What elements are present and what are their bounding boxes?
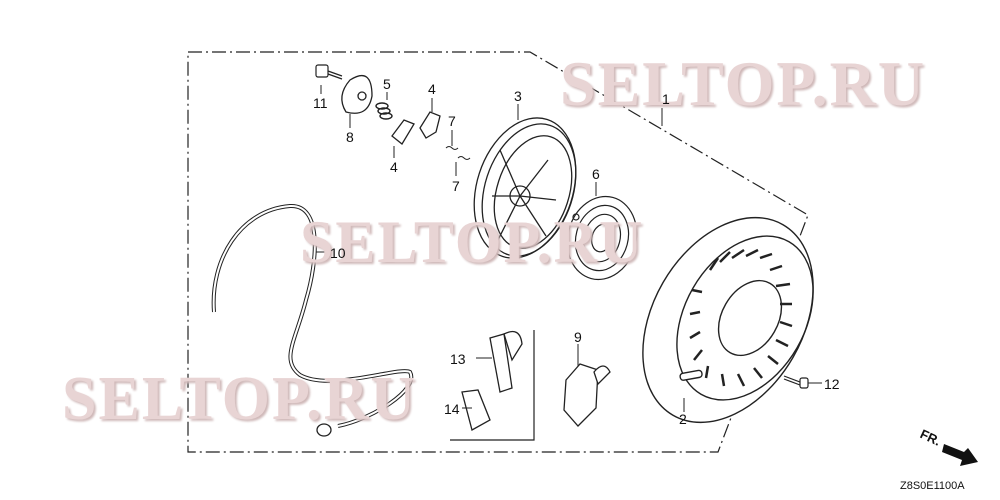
callout-4: 4 (390, 159, 398, 175)
watermark: SELTOP.RU (560, 48, 927, 119)
ratchet-guide-icon (341, 75, 373, 114)
callout-11: 11 (313, 95, 328, 111)
callout-12: 12 (824, 376, 840, 392)
watermark: SELTOP.RU (62, 365, 418, 433)
bolt-11-icon (315, 64, 343, 80)
watermark: SELTOP.RU (300, 209, 645, 275)
callout-8: 8 (346, 129, 354, 145)
grip-9-icon (563, 363, 611, 427)
recoil-spring-icon (566, 195, 638, 281)
callout-9: 9 (574, 329, 582, 345)
callout-10: 10 (330, 245, 346, 261)
front-arrow-icon (942, 444, 978, 466)
callout-2: 2 (679, 411, 687, 427)
callout-1: 1 (662, 91, 670, 107)
callout-4: 4 (428, 81, 436, 97)
callout-7: 7 (448, 113, 456, 129)
bolt-12-icon (783, 375, 809, 389)
reel-icon (473, 117, 577, 259)
small-spring-icon (445, 146, 471, 160)
callout-5: 5 (383, 76, 391, 92)
callout-6: 6 (592, 166, 600, 182)
insert-14-icon (461, 389, 491, 431)
spring-5-icon (375, 102, 393, 120)
callout-13: 13 (450, 351, 466, 367)
grip-13-icon (489, 330, 523, 393)
callout-7: 7 (452, 178, 460, 194)
drawing-code: Z8S0E1100A (900, 480, 965, 492)
callout-14: 14 (444, 401, 460, 417)
ratchet-icon (391, 111, 441, 145)
callout-3: 3 (514, 88, 522, 104)
starter-case-icon (642, 216, 814, 424)
